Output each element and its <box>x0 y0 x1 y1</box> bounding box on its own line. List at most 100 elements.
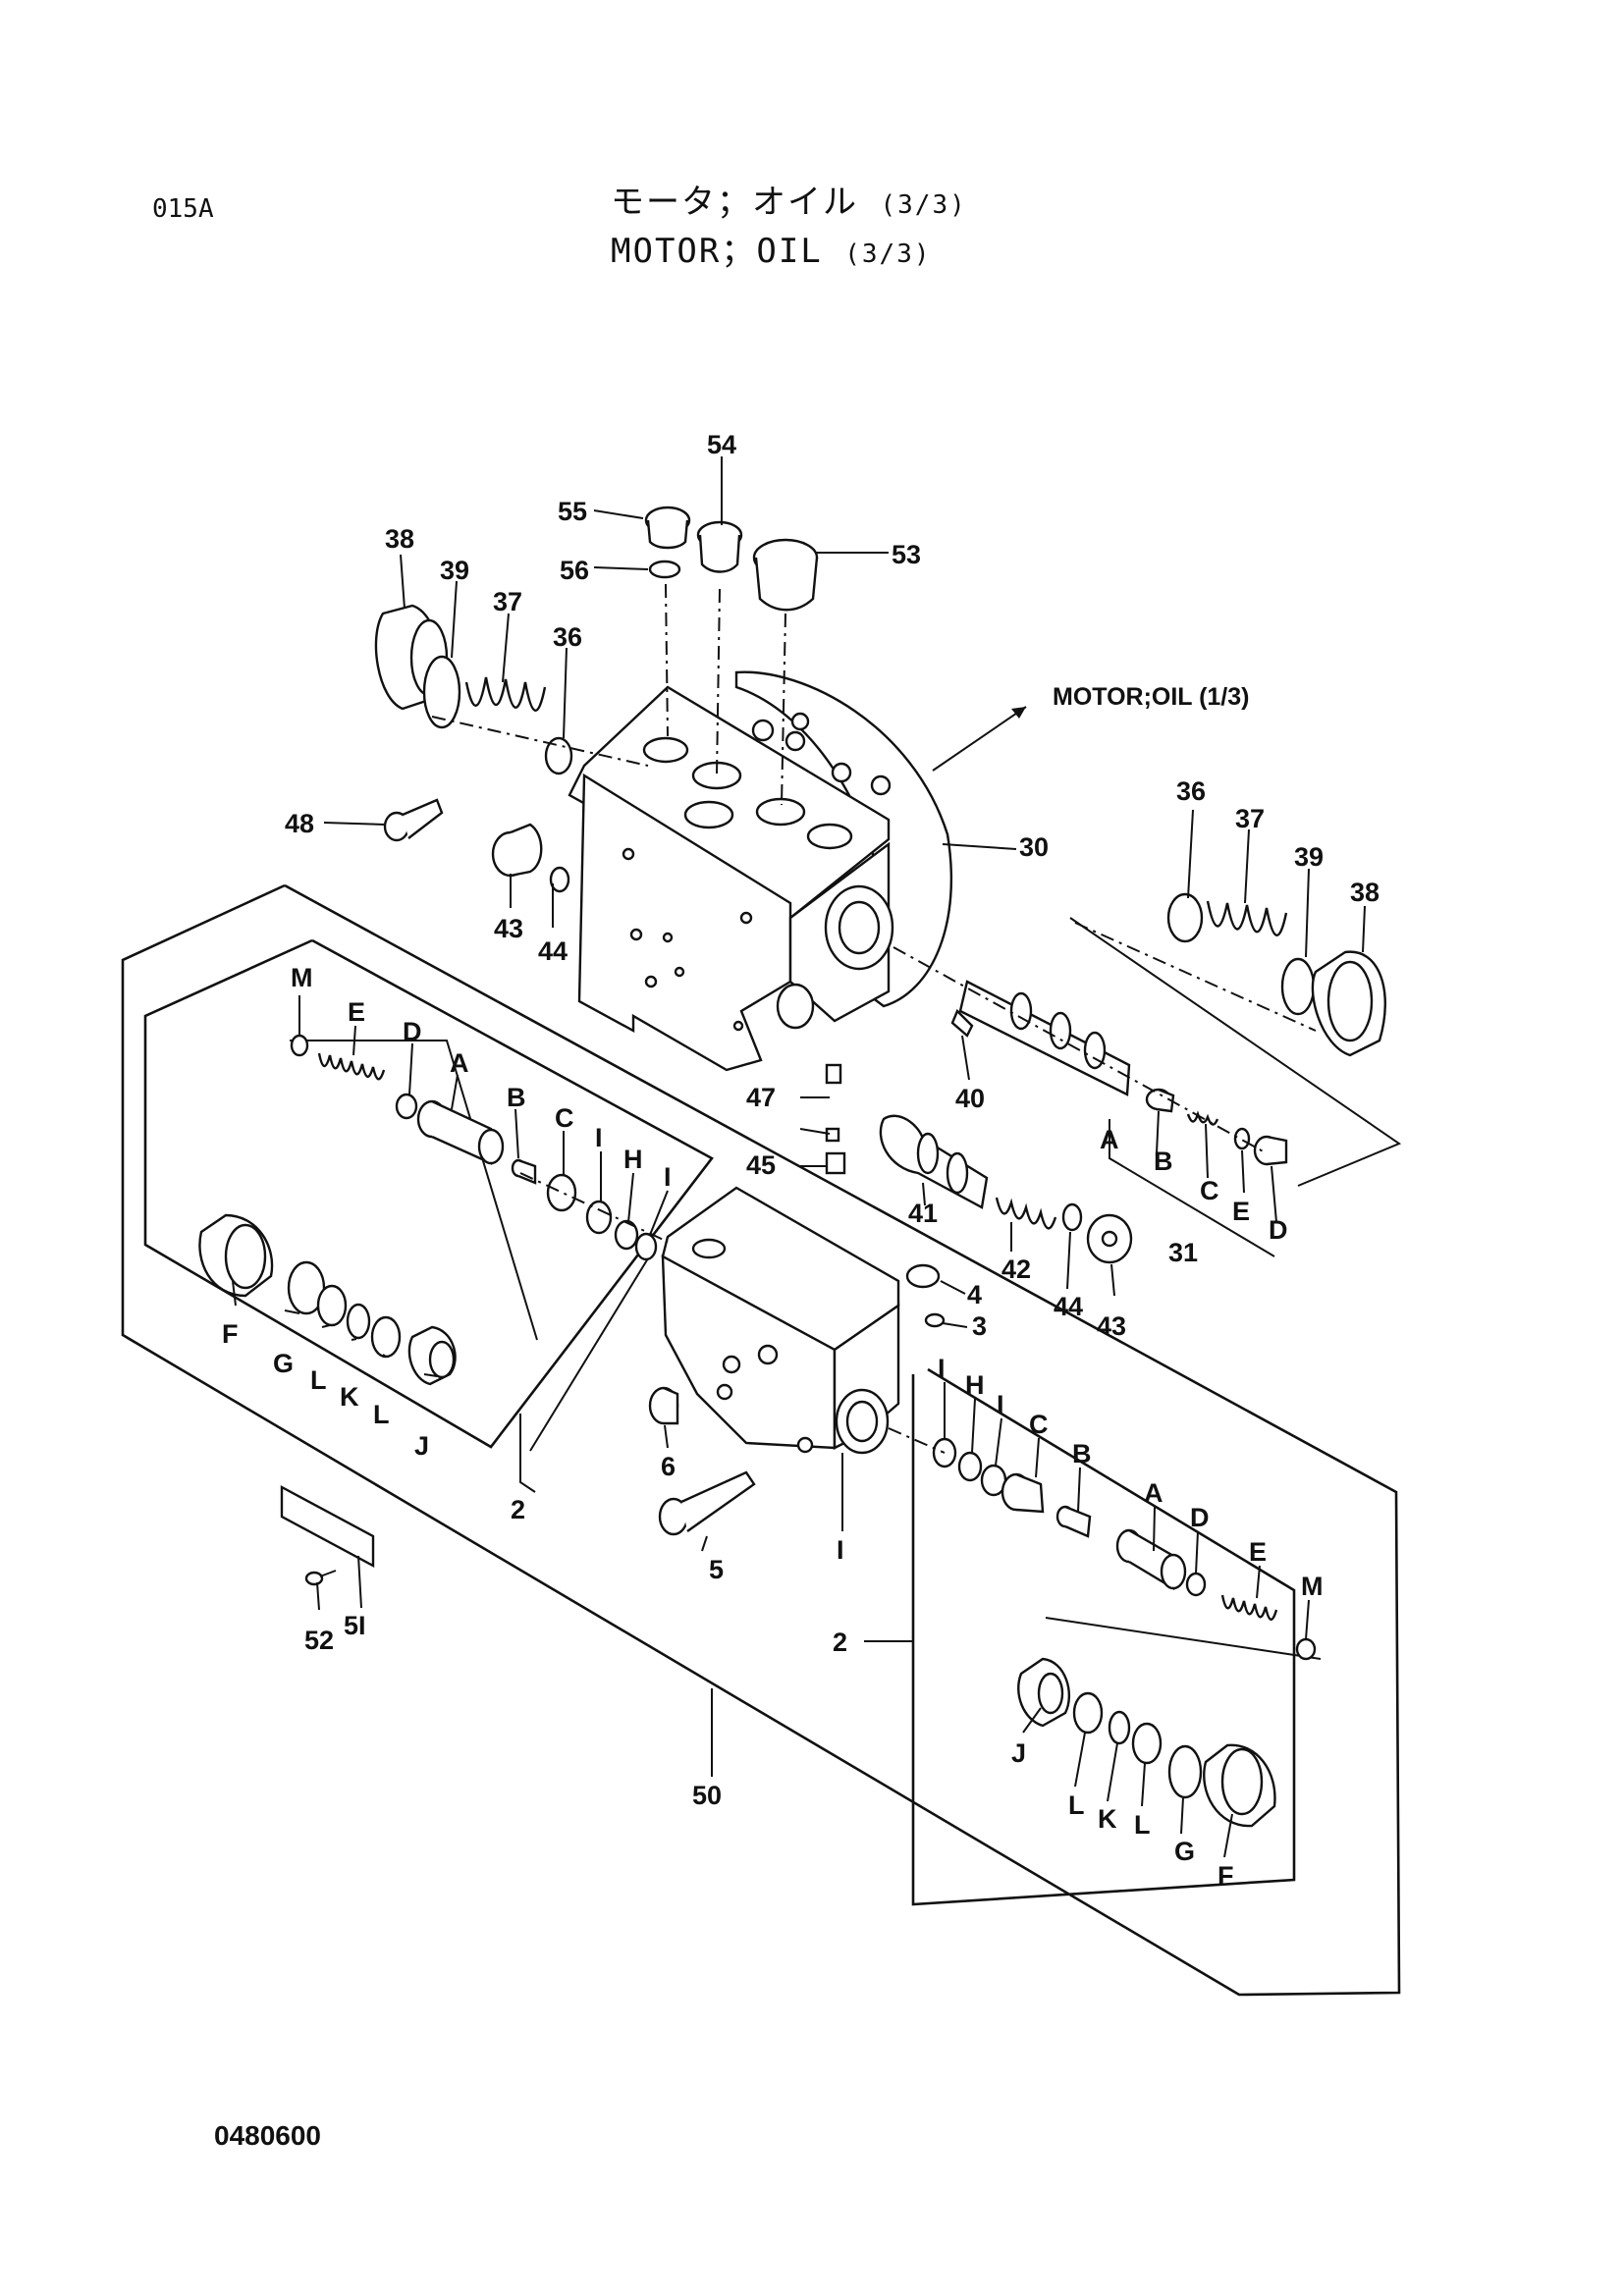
right-label-k: K <box>1098 1804 1117 1834</box>
left-label-i1: I <box>595 1123 603 1152</box>
relief-valve-right-frame <box>911 1367 1296 1906</box>
right-label-h: H <box>965 1370 985 1400</box>
callout-31: 31 <box>1168 1238 1198 1267</box>
relief-valve-right-inner-bracket <box>1045 1617 1322 1660</box>
spool-31-ring-e <box>1233 1127 1251 1150</box>
left-label-h: H <box>623 1145 643 1174</box>
callout-43-upper: 43 <box>494 914 523 943</box>
left-label-b: B <box>507 1083 526 1112</box>
callout-53: 53 <box>892 540 921 569</box>
callout-2-right: 2 <box>833 1628 847 1657</box>
plug-53 <box>752 538 819 612</box>
title-japanese-text: モータ；オイル <box>611 183 858 222</box>
spool-41 <box>879 1114 989 1209</box>
right-relief-piston-a <box>1115 1528 1187 1591</box>
left-relief-spring-e <box>317 1052 386 1081</box>
right-label-b: B <box>1072 1439 1092 1468</box>
left-relief-sleeve-j <box>407 1325 457 1386</box>
right-relief-backup-l1 <box>1072 1691 1104 1735</box>
left-label-k: K <box>340 1382 359 1412</box>
axis-spool-31 <box>893 946 1268 1154</box>
title-japanese-page: (3/3) <box>880 190 967 220</box>
callout-39-right: 39 <box>1294 842 1324 872</box>
right-relief-backup-l2 <box>1131 1722 1163 1765</box>
callout-44-lower: 44 <box>1054 1292 1083 1321</box>
left-relief-poppet-b <box>511 1158 537 1185</box>
spool-31-cap-d <box>1253 1135 1288 1166</box>
axis-right-relief <box>888 1427 946 1454</box>
right-label-f: F <box>1217 1861 1234 1891</box>
right-relief-poppet-b <box>1055 1505 1092 1538</box>
callout-37-right: 37 <box>1235 804 1265 833</box>
callout-48: 48 <box>285 809 314 838</box>
left-relief-backup-i1 <box>585 1200 613 1235</box>
callout-36-left: 36 <box>553 622 582 652</box>
callout-52: 52 <box>304 1626 334 1655</box>
left-label-a: A <box>450 1048 469 1078</box>
left-relief-o-ring-h <box>614 1219 639 1251</box>
right-relief-ring-m <box>1295 1637 1317 1661</box>
washer-36-left <box>544 736 573 775</box>
left-relief-piston-a <box>416 1099 505 1165</box>
rivet-52 <box>304 1570 337 1586</box>
callout-6: 6 <box>661 1452 676 1481</box>
right-relief-spring-e <box>1220 1594 1278 1621</box>
axis-relief-left <box>431 716 649 767</box>
motor-housing-30 <box>568 670 952 1072</box>
left-label-l1: L <box>310 1365 327 1395</box>
right-label-g: G <box>1174 1837 1195 1866</box>
left-label-c: C <box>555 1103 574 1133</box>
left-relief-ring-m <box>290 1034 309 1057</box>
relief-valve-left-frame <box>143 938 714 1449</box>
right-label-a: A <box>1144 1478 1163 1508</box>
plug-47 <box>825 1063 842 1143</box>
left-relief-backup-i2 <box>634 1232 658 1261</box>
callout-37-left: 37 <box>493 587 522 616</box>
callout-41: 41 <box>908 1199 938 1228</box>
bolt-5 <box>658 1470 756 1536</box>
right-label-l1: L <box>1068 1790 1085 1820</box>
left-relief-o-ring-k <box>346 1303 371 1340</box>
right-relief-seat-d <box>1185 1572 1207 1597</box>
o-ring-3 <box>924 1312 946 1328</box>
plug-43-upper <box>491 823 543 878</box>
title-english: MOTOR；OIL (3/3) <box>611 224 932 272</box>
orifice-40 <box>950 1008 974 1038</box>
plug-54 <box>696 520 743 573</box>
left-label-d: D <box>403 1017 422 1046</box>
right-label-i1: I <box>938 1354 946 1383</box>
left-relief-plug-f <box>198 1213 274 1298</box>
leader-lines <box>232 456 1366 1858</box>
left-label-e: E <box>348 997 365 1027</box>
spool-31-label-b: B <box>1154 1147 1173 1176</box>
right-label-e: E <box>1249 1537 1267 1567</box>
callout-55: 55 <box>558 497 587 526</box>
spool-31 <box>958 980 1131 1096</box>
callout-39-left: 39 <box>440 556 469 585</box>
left-label-m: M <box>291 963 313 992</box>
left-relief-sleeve-c <box>546 1173 577 1212</box>
left-label-f: F <box>222 1319 239 1349</box>
right-label-i2: I <box>997 1390 1004 1419</box>
o-ring-44-upper <box>549 866 570 893</box>
axis-relief-right <box>1074 922 1317 1032</box>
right-relief-sleeve-c <box>1001 1472 1045 1514</box>
spool-31-label-c: C <box>1200 1176 1219 1205</box>
callout-44-upper: 44 <box>538 936 568 966</box>
bolt-48 <box>383 798 444 842</box>
right-relief-sleeve-j <box>1017 1657 1070 1728</box>
callout-54: 54 <box>707 430 736 459</box>
spool-31-label-e: E <box>1232 1197 1250 1226</box>
callout-36-right: 36 <box>1176 776 1206 806</box>
o-ring-4 <box>905 1263 941 1289</box>
right-relief-plug-f <box>1203 1743 1276 1828</box>
callout-50: 50 <box>692 1781 722 1810</box>
o-ring-44-lower <box>1061 1202 1083 1232</box>
callout-38-left: 38 <box>385 524 414 554</box>
spring-37-left <box>464 676 547 712</box>
callout-4: 4 <box>967 1280 982 1309</box>
axis-55 <box>665 583 669 737</box>
left-label-l2: L <box>373 1400 390 1429</box>
